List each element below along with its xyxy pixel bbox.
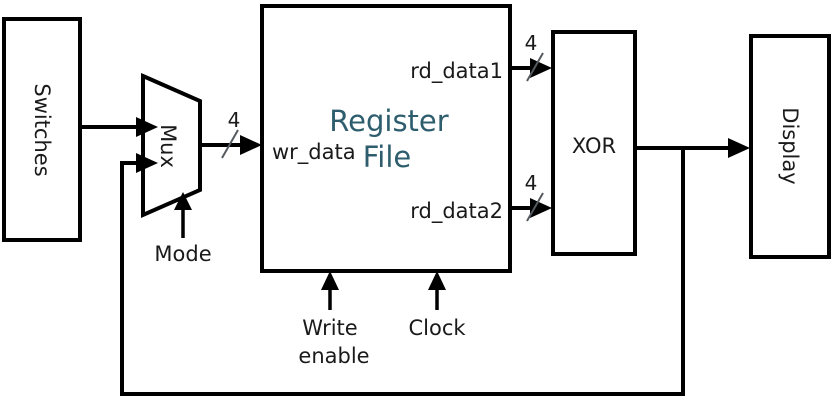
bus-width-label-rd-data1: 4 xyxy=(525,31,538,55)
wire-rddata2-to-xor xyxy=(510,192,552,222)
wire-mux-to-regfile xyxy=(200,129,262,159)
port-label-wr-data: wr_data xyxy=(272,140,356,165)
wire-clock-to-regfile xyxy=(428,271,446,310)
bus-width-label-mux-out: 4 xyxy=(228,108,241,132)
wire-xor-to-display xyxy=(635,138,750,158)
signal-label-write-enable-line1: Write xyxy=(302,316,357,340)
block-register-file[interactable] xyxy=(260,4,512,273)
block-display-label: Display xyxy=(778,107,802,184)
signal-label-write-enable-line2: enable xyxy=(298,344,369,368)
wire-mode-to-mux xyxy=(174,192,192,238)
wire-switches-to-mux xyxy=(80,117,158,137)
block-xor[interactable] xyxy=(551,30,637,256)
block-mux[interactable] xyxy=(141,72,202,219)
signal-label-clock: Clock xyxy=(408,316,466,340)
block-register-file-label-line2: File xyxy=(363,140,412,174)
port-label-rd-data2: rd_data2 xyxy=(410,199,503,224)
bus-width-label-rd-data2: 4 xyxy=(525,171,538,195)
block-register-file-label-line1: Register xyxy=(329,104,448,138)
port-label-rd-data1: rd_data1 xyxy=(410,59,503,84)
block-xor-label: XOR xyxy=(572,134,616,158)
block-mux-label: Mux xyxy=(156,124,180,168)
block-switches[interactable] xyxy=(2,17,82,242)
signal-label-mode: Mode xyxy=(154,242,211,266)
block-display[interactable] xyxy=(749,34,831,259)
block-switches-label: Switches xyxy=(30,83,54,176)
wire-rddata1-to-xor xyxy=(510,52,552,82)
wire-write-enable-to-regfile xyxy=(321,271,339,310)
